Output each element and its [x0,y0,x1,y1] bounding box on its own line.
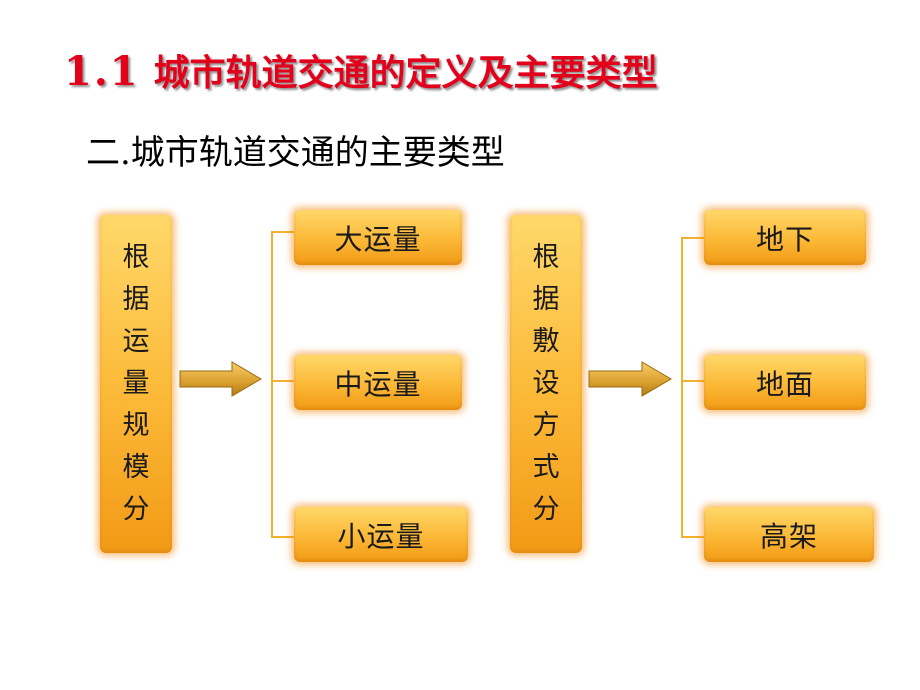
label-char: 方 [532,410,560,441]
label-char: 据 [532,284,560,315]
item-box-large-capacity: 大运量 [294,210,462,265]
category-box-capacity: 根 据 运 量 规 模 分 [100,215,172,553]
title-text: 城市轨道交通的定义及主要类型 [153,52,658,94]
item-box-ground-level: 地面 [704,355,866,410]
label-char: 规 [122,410,150,441]
category-box-laying-method: 根 据 敷 设 方 式 分 [510,215,582,553]
item-box-small-capacity: 小运量 [294,507,468,562]
category-label-laying-method: 根 据 敷 设 方 式 分 [510,237,582,531]
section-subtitle: 二.城市轨道交通的主要类型 [86,133,505,173]
category-label-capacity: 根 据 运 量 规 模 分 [100,237,172,531]
slide-title: 1.1 城市轨道交通的定义及主要类型 [64,44,904,100]
label-char: 模 [122,452,150,483]
arrow-right-icon-group-2 [588,361,672,397]
label-char: 量 [122,368,150,399]
title-number: 1.1 [64,48,140,95]
item-box-elevated: 高架 [704,507,874,562]
bracket-group-2 [681,237,704,538]
label-char: 据 [122,284,150,315]
label-char: 分 [122,494,150,525]
item-box-underground: 地下 [704,210,866,265]
bracket-group-1 [271,231,294,538]
label-char: 敷 [532,326,560,357]
label-char: 分 [532,494,560,525]
label-char: 根 [122,242,150,273]
arrow-right-icon-group-1 [179,361,262,397]
label-char: 运 [122,326,150,357]
label-char: 设 [532,368,560,399]
item-box-medium-capacity: 中运量 [294,355,462,410]
label-char: 根 [532,242,560,273]
label-char: 式 [532,452,560,483]
